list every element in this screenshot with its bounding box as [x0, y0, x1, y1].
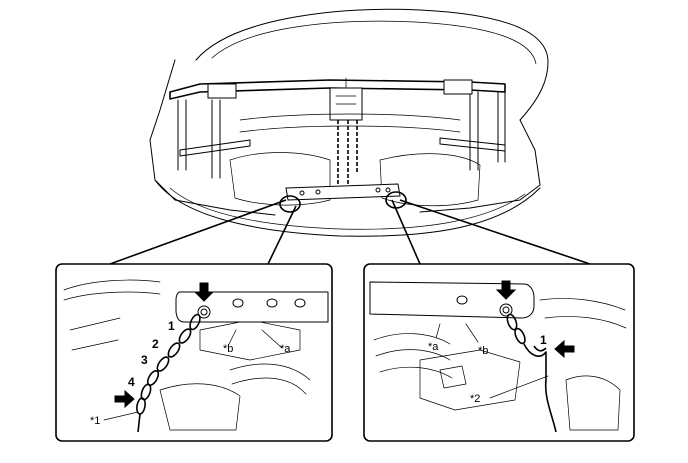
bar-hole — [294, 298, 306, 308]
right-bg-pipes — [539, 298, 627, 329]
bolt-icon — [197, 305, 211, 319]
leader-line-ref — [489, 375, 549, 399]
bar-hole — [266, 298, 278, 308]
hanger-side-rail-right — [439, 137, 506, 152]
detail-panel-right: 1 *a *b *2 — [363, 263, 635, 442]
callout-b-left: *b — [223, 343, 233, 355]
callout-a-right: *a — [428, 341, 439, 353]
bolt-icon — [499, 303, 513, 317]
hood-outline — [195, 8, 549, 121]
callout-b-right: *b — [478, 345, 488, 357]
arrow-icon — [554, 339, 575, 359]
bar-hole — [232, 298, 244, 308]
callout-ref-right: *2 — [470, 393, 480, 405]
leader-line-b — [465, 323, 479, 343]
right-fender — [419, 119, 541, 213]
panel-right-frame — [363, 263, 635, 442]
step-1-label-right: 1 — [540, 333, 547, 347]
right-bg-coils — [373, 333, 453, 379]
callout-ref-left: *1 — [90, 415, 100, 427]
callout-line-right — [391, 199, 421, 265]
step-4-label: 4 — [128, 375, 135, 389]
arrow-icon — [193, 282, 215, 302]
attach-point-left — [279, 195, 301, 213]
hanger-leg-right-rear — [497, 91, 506, 163]
hanger-bar-right — [369, 281, 535, 319]
vehicle-overview — [109, 8, 591, 265]
left-bg-hose — [229, 363, 311, 395]
hook-icon — [523, 343, 557, 433]
attach-point-right — [385, 191, 407, 209]
hanger-leg-left-front — [211, 99, 221, 179]
step-3-label: 3 — [141, 353, 148, 367]
step-2-label: 2 — [152, 337, 159, 351]
callout-line-left-2 — [267, 205, 297, 265]
callout-a-left: *a — [280, 343, 291, 355]
hood-inner-line — [211, 20, 537, 65]
bar-hole — [375, 187, 381, 193]
hoist-chains — [337, 120, 358, 185]
chain-icon — [506, 313, 526, 345]
firewall-lines — [239, 113, 461, 133]
hanger-bar-left — [175, 291, 329, 323]
right-bg-block — [419, 349, 521, 411]
right-bg-connector — [439, 365, 467, 389]
bar-hole — [456, 295, 468, 305]
left-bg-wiring — [69, 317, 121, 351]
bar-hole — [385, 187, 391, 193]
callout-line-left — [109, 199, 287, 265]
front-bumper — [154, 179, 541, 237]
callout-line-right-2 — [399, 199, 591, 265]
step-1-label: 1 — [168, 319, 175, 333]
arrow-icon — [495, 280, 517, 300]
detail-panel-left: 1 2 3 4 *b *a *1 — [55, 263, 333, 442]
hanger-leg-left-rear — [177, 99, 187, 171]
bracket-right — [443, 79, 473, 95]
engine-cylinder-head-overview — [379, 153, 481, 207]
leader-line-ref — [103, 411, 139, 421]
arrow-icon — [114, 389, 135, 409]
engine-hanger-bar-overview — [285, 183, 401, 201]
leader-line-a — [435, 323, 441, 339]
hoist-detail — [335, 77, 357, 105]
bracket-left — [207, 83, 237, 99]
leader-line-a — [261, 329, 283, 349]
bar-hole — [315, 189, 321, 195]
hanger-side-rail-left — [179, 139, 251, 157]
panel-left-frame — [55, 263, 333, 442]
chain-icon — [136, 313, 201, 433]
leader-line-b — [227, 329, 237, 347]
hanger-leg-right — [469, 91, 479, 171]
right-bg-reservoir — [565, 375, 621, 431]
left-bg-sensor — [159, 383, 241, 431]
engine-block-overview — [229, 152, 331, 206]
left-bg-pipe — [63, 279, 161, 301]
bumper-lower-line — [169, 187, 526, 230]
bar-hole — [299, 190, 305, 196]
